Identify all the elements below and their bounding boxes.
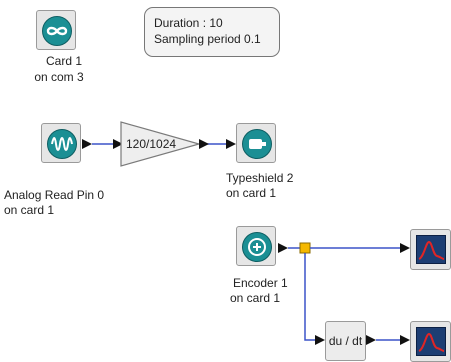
- analog-read-card-label: on card 1: [4, 203, 55, 217]
- derivative-output-port: [366, 335, 376, 345]
- simulation-settings-note[interactable]: Duration : 10 Sampling period 0.1: [144, 7, 280, 57]
- infinity-icon: [42, 16, 72, 46]
- wire-split-to-derivative: [304, 253, 318, 341]
- scope-2-block[interactable]: [410, 321, 451, 362]
- motor-icon: [242, 129, 272, 159]
- derivative-input-port: [315, 335, 325, 345]
- scope-1-input-port: [400, 243, 410, 253]
- scope-2-input-port: [400, 335, 410, 345]
- gain-block[interactable]: [120, 121, 202, 167]
- gain-input-port: [113, 139, 123, 149]
- sine-wave-icon: [47, 129, 77, 159]
- card-port-label: on com 3: [28, 70, 90, 85]
- encoder-block[interactable]: [236, 226, 276, 266]
- card-port: on com 3: [34, 70, 84, 84]
- derivative-block[interactable]: du / dt: [325, 321, 366, 361]
- encoder-output-port: [278, 243, 288, 253]
- typeshield-block[interactable]: [236, 123, 276, 163]
- analog-read-block[interactable]: [41, 123, 81, 163]
- typeshield-label: Typeshield 2: [226, 171, 294, 185]
- split-point[interactable]: [299, 242, 311, 254]
- analog-read-label: Analog Read Pin 0: [4, 188, 105, 202]
- gain-output-port: [199, 139, 209, 149]
- sampling-period-text: Sampling period 0.1: [154, 32, 261, 46]
- card-block[interactable]: [36, 10, 76, 50]
- encoder-card-label: on card 1: [230, 291, 281, 305]
- scope-icon: [416, 327, 446, 356]
- analog-output-port: [82, 139, 92, 149]
- scope-icon: [416, 235, 446, 264]
- encoder-icon: [242, 232, 272, 262]
- typeshield-input-port: [226, 139, 236, 149]
- gain-label: 120/1024: [126, 137, 177, 151]
- typeshield-card-label: on card 1: [226, 186, 277, 200]
- encoder-label: Encoder 1: [233, 276, 288, 290]
- duration-text: Duration : 10: [154, 16, 223, 30]
